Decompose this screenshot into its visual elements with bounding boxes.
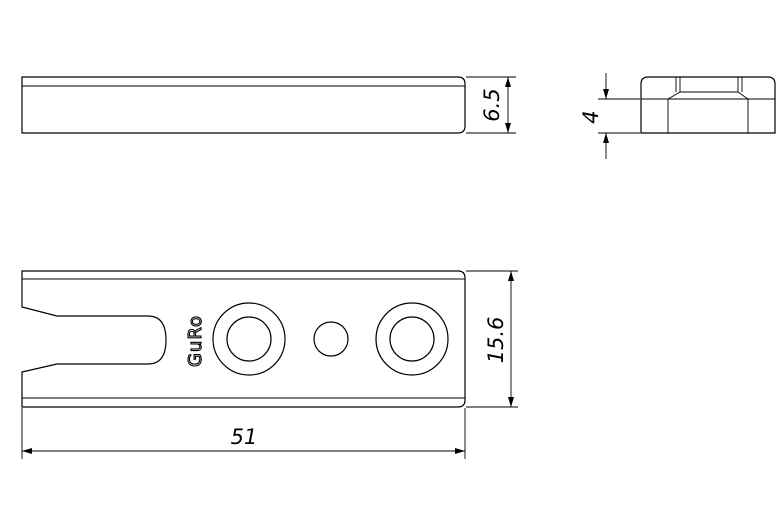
arrowhead	[505, 123, 511, 133]
arrowhead	[508, 271, 514, 281]
dimension-side-thickness: 6.5	[466, 76, 516, 134]
arrowhead	[508, 397, 514, 407]
counterbored-hole-right	[375, 302, 449, 376]
plan-view: GuRo	[21, 270, 466, 408]
side-view	[21, 76, 466, 134]
dim-label-overall-length: 51	[231, 425, 258, 449]
dim-label-side-thickness: 6.5	[480, 88, 504, 121]
dim-label-end-height: 4	[579, 110, 603, 123]
arrowhead	[22, 448, 32, 454]
arrowhead	[505, 77, 511, 87]
dimension-overall-length: 51	[21, 408, 466, 459]
dimension-end-height: 4	[579, 73, 640, 159]
arrowhead	[603, 89, 609, 99]
arrowhead	[603, 133, 609, 143]
center-hole	[313, 321, 349, 357]
dimension-plan-width: 15.6	[466, 270, 518, 408]
arrowhead	[455, 448, 465, 454]
end-view	[640, 76, 776, 134]
dim-label-plan-width: 15.6	[484, 317, 508, 364]
counterbored-hole-left	[212, 302, 286, 376]
logo-text: GuRo	[185, 315, 206, 367]
